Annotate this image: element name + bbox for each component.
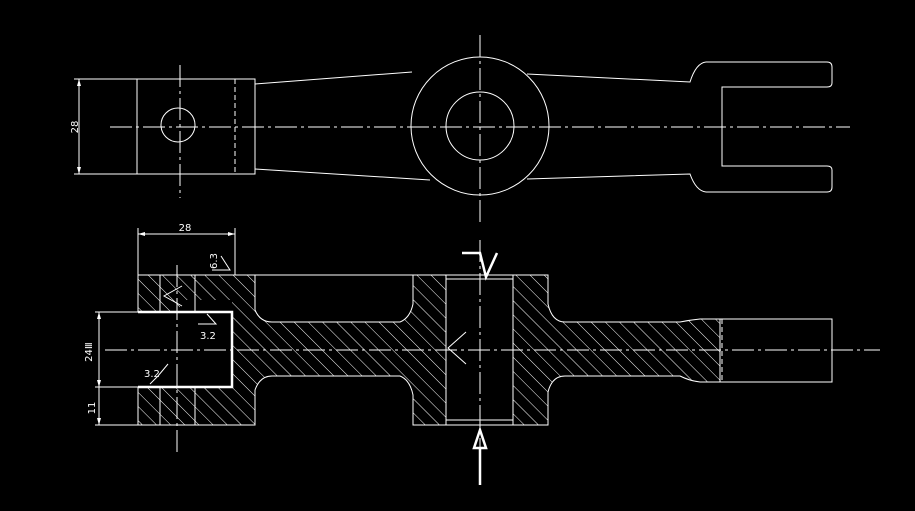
arm-left-lower-edge <box>254 168 431 181</box>
hatch-left-lower <box>138 375 255 425</box>
hub-outer-circle <box>410 56 550 196</box>
roughness-symbol-left-top <box>162 285 183 307</box>
section-view: 28 6.3 3.2 3.2 24Ⅲ 11 <box>84 223 880 485</box>
section-web-top-fillet <box>254 275 414 323</box>
dim-28-label: 28 <box>70 121 81 134</box>
arm-right-lower-edge <box>526 173 707 193</box>
dim-24-arrow-bottom <box>97 380 101 387</box>
roughness-6-3-label: 6.3 <box>209 253 220 269</box>
arm-right-upper-edge <box>526 61 707 83</box>
roughness-symbol-hub-inner <box>447 331 467 365</box>
left-block-pin-hole <box>160 107 196 143</box>
dim-28-arrow-bottom <box>77 167 81 174</box>
roughness-triangle-bore-bottom <box>149 363 169 385</box>
arm-left-upper-edge <box>254 71 413 85</box>
dim-top-28-arrow-left <box>138 232 145 236</box>
section-left-outline <box>137 274 720 323</box>
hatch-hub-right <box>513 275 548 425</box>
dim-28-arrow-top <box>77 79 81 86</box>
roughness-symbol-hub-top <box>462 251 499 281</box>
dim-top-28-label: 28 <box>179 223 192 234</box>
section-lower-outline <box>137 375 720 426</box>
dim-11-arrow-bottom <box>97 418 101 425</box>
left-block-outline <box>136 78 256 175</box>
roughness-bore-top-label: 3.2 <box>200 331 216 342</box>
dim-24-label: 24Ⅲ <box>84 342 95 362</box>
dim-24-arrow-top <box>97 312 101 319</box>
top-view: 28 <box>70 35 850 225</box>
hatch-left-upper <box>138 275 255 312</box>
dim-11-label: 11 <box>87 402 98 415</box>
roughness-triangle-bore-top <box>198 313 218 325</box>
dim-top-28-arrow-right <box>228 232 235 236</box>
hub-inner-bore <box>445 91 515 161</box>
roughness-bore-bottom-label: 3.2 <box>144 369 160 380</box>
fork-outline <box>706 61 833 193</box>
hatch-right-arm <box>548 304 720 392</box>
roughness-triangle-6-3 <box>212 255 231 271</box>
